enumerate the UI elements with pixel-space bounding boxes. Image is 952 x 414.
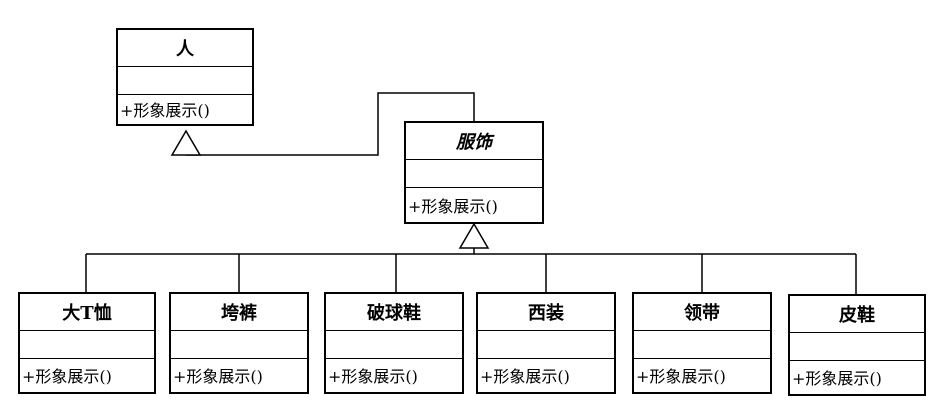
- class-tshirt-attributes: [20, 330, 154, 359]
- class-tshirt-operation: +形象展示(): [22, 367, 112, 386]
- apparel-generalization-arrow: [458, 222, 490, 249]
- class-tie-attributes: [634, 330, 770, 359]
- class-apparel-attributes: [406, 159, 542, 188]
- class-apparel[interactable]: 服饰 +形象展示(): [404, 121, 544, 224]
- apparel-to-person-line: [186, 92, 475, 156]
- class-shoes-attributes: [790, 332, 924, 361]
- class-tshirt[interactable]: 大T恤 +形象展示(): [18, 292, 156, 394]
- class-apparel-operation: +形象展示(): [408, 196, 498, 216]
- class-suit[interactable]: 西装 +形象展示(): [476, 292, 616, 394]
- class-pants-attributes: [171, 330, 307, 359]
- class-sneakers-operation: +形象展示(): [328, 367, 418, 386]
- class-person-attributes: [118, 66, 252, 95]
- class-suit-attributes: [478, 330, 614, 359]
- class-person-name: 人: [118, 30, 252, 67]
- class-suit-name: 西装: [478, 294, 614, 331]
- class-sneakers-attributes: [326, 330, 462, 359]
- class-pants-name: 垮裤: [171, 294, 307, 331]
- class-tie[interactable]: 领带 +形象展示(): [632, 292, 772, 394]
- class-pants[interactable]: 垮裤 +形象展示(): [169, 292, 309, 394]
- class-shoes[interactable]: 皮鞋 +形象展示(): [788, 294, 926, 396]
- class-suit-operation: +形象展示(): [480, 367, 570, 386]
- class-shoes-operation: +形象展示(): [792, 369, 882, 388]
- class-pants-operation: +形象展示(): [173, 367, 263, 386]
- class-shoes-name: 皮鞋: [790, 296, 924, 333]
- class-sneakers[interactable]: 破球鞋 +形象展示(): [324, 292, 464, 394]
- person-generalization-arrow: [170, 129, 202, 156]
- class-person-operation: +形象展示(): [120, 101, 210, 120]
- class-tie-operation: +形象展示(): [636, 367, 726, 386]
- class-apparel-name: 服饰: [406, 123, 542, 160]
- class-tshirt-name: 大T恤: [20, 294, 154, 331]
- class-tie-name: 领带: [634, 294, 770, 331]
- class-sneakers-name: 破球鞋: [326, 294, 462, 331]
- class-person[interactable]: 人 +形象展示(): [116, 28, 254, 126]
